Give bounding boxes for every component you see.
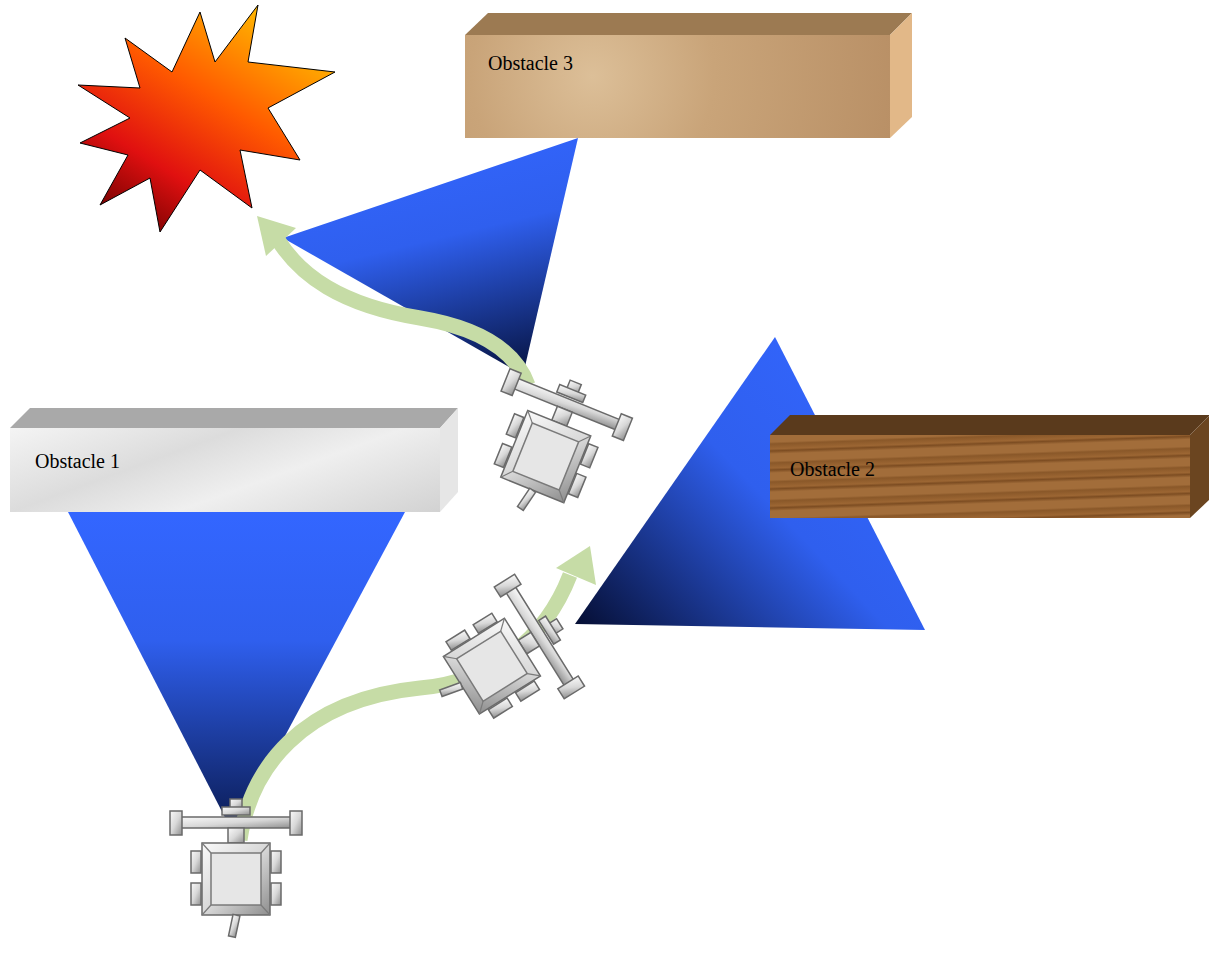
robot (170, 799, 302, 937)
obstacle-label: Obstacle 2 (790, 458, 875, 481)
obstacle-label: Obstacle 1 (35, 450, 120, 473)
obstacle-side (440, 408, 458, 512)
path-arrowhead (257, 216, 296, 256)
obstacle-top (770, 415, 1209, 435)
obstacle-side (1190, 416, 1209, 518)
sensor-cone (283, 138, 578, 375)
path-arrowhead (556, 546, 596, 585)
explosion-star (78, 5, 335, 232)
obstacle-side (890, 13, 912, 138)
obstacle-block: Obstacle 3 (465, 35, 890, 138)
obstacle-block: Obstacle 2 (770, 435, 1190, 518)
sensor-cone (68, 512, 405, 833)
obstacle-top (10, 408, 458, 428)
obstacle-block: Obstacle 1 (10, 428, 440, 512)
obstacle-top (465, 13, 912, 35)
robot (407, 568, 594, 753)
obstacle-label: Obstacle 3 (488, 52, 573, 75)
robot (463, 358, 637, 536)
robot-path (278, 240, 528, 385)
